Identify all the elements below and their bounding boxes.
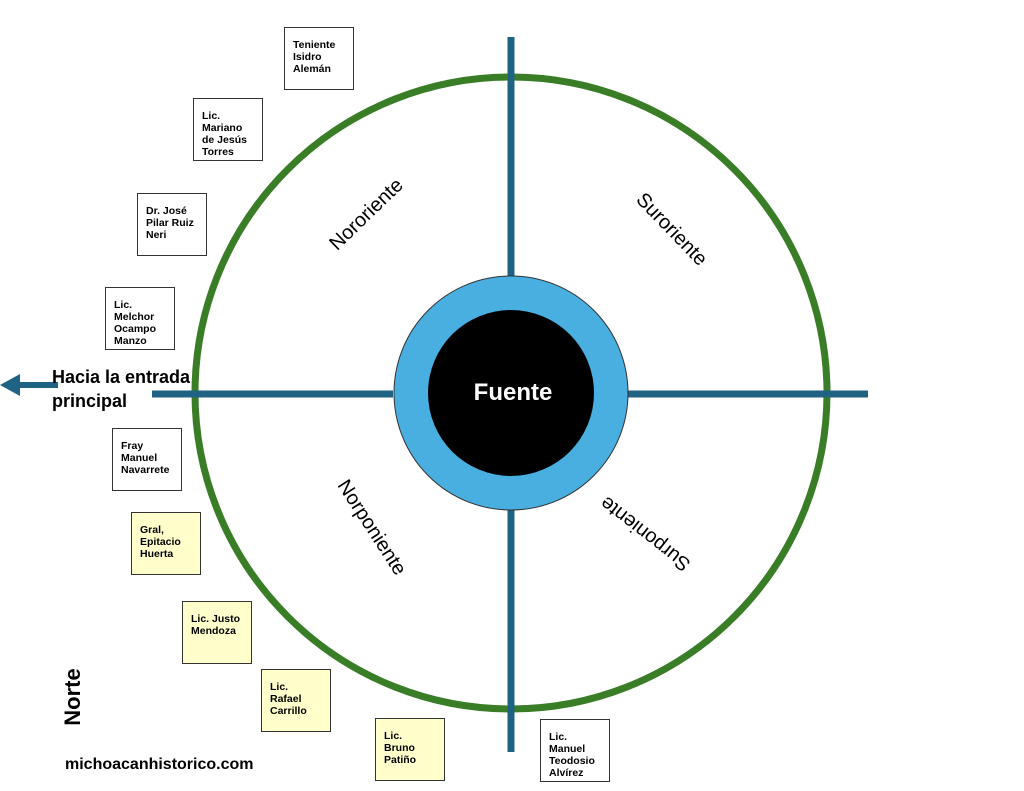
name-box-isidro-aleman: Teniente Isidro Alemán [284, 27, 354, 90]
quadrant-nororiente: Nororiente [325, 174, 407, 255]
website-credit: michoacanhistorico.com [65, 756, 254, 773]
quadrant-norponiente: Norponiente [333, 476, 411, 579]
quadrant-surponiente: Surponiente [596, 492, 695, 576]
fountain-label: Fuente [474, 379, 553, 406]
north-label: Norte [60, 668, 85, 726]
name-box-bruno-patino: Lic. Bruno Patiño [375, 718, 445, 781]
name-box-manuel-teodosio-alvirez: Lic. Manuel Teodosio Alvírez [540, 719, 610, 782]
name-box-jose-pilar-ruiz-neri: Dr. José Pilar Ruiz Neri [137, 193, 207, 256]
name-box-rafael-carrillo: Lic. Rafael Carrillo [261, 669, 331, 732]
name-box-melchor-ocampo-manzo: Lic. Melchor Ocampo Manzo [105, 287, 175, 350]
fountain-inner [428, 310, 594, 476]
name-box-manuel-navarrete: Fray Manuel Navarrete [112, 428, 182, 491]
name-box-justo-mendoza: Lic. Justo Mendoza [182, 601, 252, 664]
entrance-label: Hacia la entrada principal [52, 367, 191, 411]
name-box-epitacio-huerta: Gral, Epitacio Huerta [131, 512, 201, 575]
arrow-left-icon [0, 374, 20, 396]
quadrant-suroriente: Suroriente [632, 189, 712, 271]
name-box-mariano-de-jesus-torres: Lic. Mariano de Jesús Torres [193, 98, 263, 161]
